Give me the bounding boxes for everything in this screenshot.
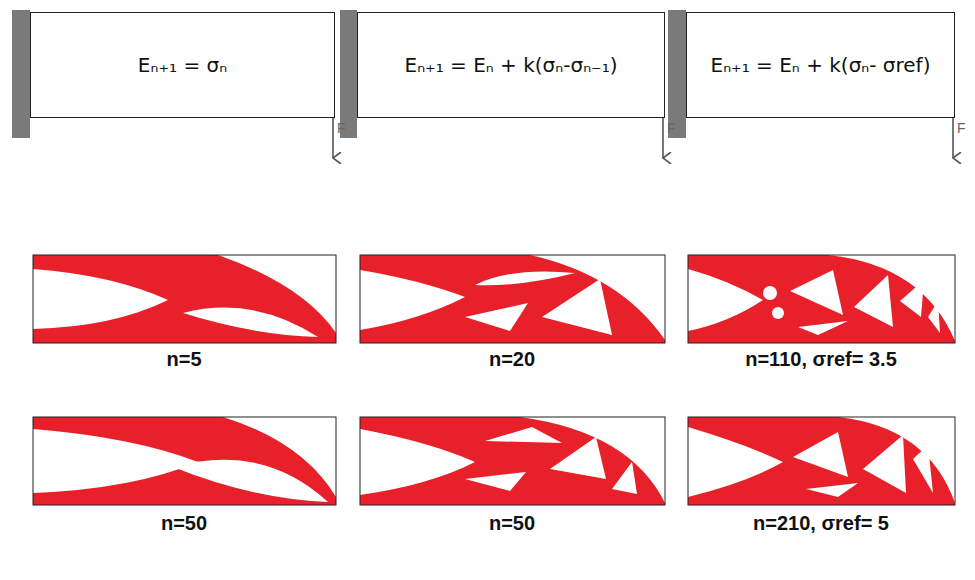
force-label: F <box>337 120 346 136</box>
force-label: F <box>667 120 676 136</box>
fixed-wall <box>12 10 30 138</box>
iteration-caption: n=50 <box>161 512 207 535</box>
update-formula: Eₙ₊₁ = Eₙ + k(σₙ- σref) <box>711 53 931 77</box>
force-arrow <box>662 118 664 158</box>
iteration-caption: n=5 <box>166 348 201 371</box>
fixed-wall <box>668 10 686 138</box>
beam-box: Eₙ₊₁ = Eₙ + k(σₙ-σₙ₋₁) <box>357 12 665 118</box>
topology-result <box>688 255 955 343</box>
iteration-caption: n=50 <box>489 512 535 535</box>
iteration-caption: n=20 <box>489 348 535 371</box>
beam-box: Eₙ₊₁ = σₙ <box>30 12 335 118</box>
iteration-caption: n=210, σref= 5 <box>753 512 889 535</box>
fixed-wall <box>340 10 357 138</box>
force-arrow <box>952 118 954 158</box>
update-formula: Eₙ₊₁ = σₙ <box>138 53 227 77</box>
topology-result <box>33 417 336 505</box>
update-formula: Eₙ₊₁ = Eₙ + k(σₙ-σₙ₋₁) <box>405 53 618 77</box>
topology-result <box>688 417 955 505</box>
topology-result <box>360 255 665 343</box>
force-label: F <box>957 120 966 136</box>
topology-result <box>33 255 336 343</box>
topology-result <box>360 417 665 505</box>
iteration-caption: n=110, σref= 3.5 <box>745 348 897 371</box>
beam-box: Eₙ₊₁ = Eₙ + k(σₙ- σref) <box>686 12 955 118</box>
force-arrow <box>332 118 334 158</box>
